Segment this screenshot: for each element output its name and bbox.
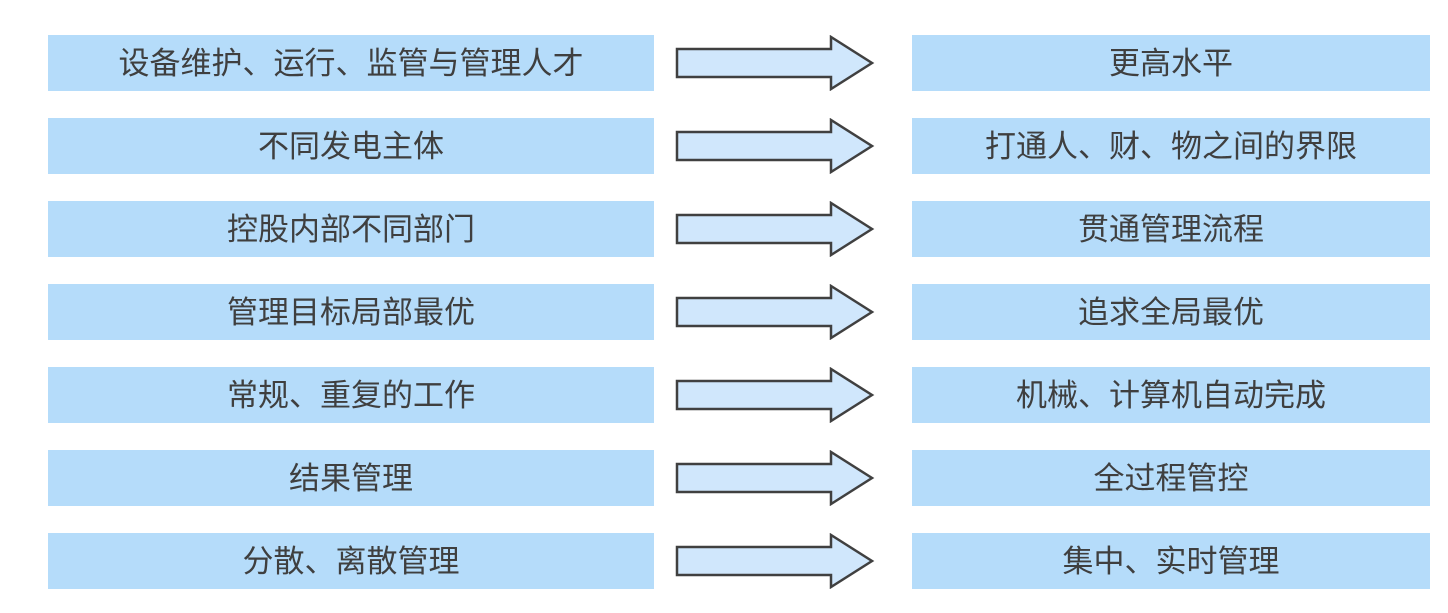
target-label: 集中、实时管理: [1062, 543, 1280, 579]
target-box: 机械、计算机自动完成: [912, 367, 1430, 423]
transformation-row: 管理目标局部最优 追求全局最优: [48, 284, 1448, 340]
right-arrow-icon: [675, 35, 875, 91]
target-box: 打通人、财、物之间的界限: [912, 118, 1430, 174]
target-box: 更高水平: [912, 35, 1430, 91]
source-label: 分散、离散管理: [242, 543, 460, 579]
transformation-row: 设备维护、运行、监管与管理人才 更高水平: [48, 35, 1448, 91]
target-label: 全过程管控: [1093, 460, 1249, 496]
source-label: 管理目标局部最优: [227, 294, 475, 330]
right-arrow-icon: [675, 450, 875, 506]
source-label: 设备维护、运行、监管与管理人才: [118, 45, 584, 81]
source-label: 控股内部不同部门: [227, 211, 475, 247]
source-label: 常规、重复的工作: [227, 377, 475, 413]
source-label: 不同发电主体: [258, 128, 444, 164]
source-box: 分散、离散管理: [48, 533, 654, 589]
transformation-row: 分散、离散管理 集中、实时管理: [48, 533, 1448, 589]
right-arrow-icon: [675, 201, 875, 257]
target-box: 贯通管理流程: [912, 201, 1430, 257]
transformation-row: 不同发电主体 打通人、财、物之间的界限: [48, 118, 1448, 174]
source-box: 结果管理: [48, 450, 654, 506]
transformation-row: 常规、重复的工作 机械、计算机自动完成: [48, 367, 1448, 423]
source-label: 结果管理: [289, 460, 413, 496]
target-label: 机械、计算机自动完成: [1016, 377, 1326, 413]
right-arrow-icon: [675, 284, 875, 340]
right-arrow-icon: [675, 118, 875, 174]
source-box: 管理目标局部最优: [48, 284, 654, 340]
right-arrow-icon: [675, 533, 875, 589]
right-arrow-icon: [675, 367, 875, 423]
target-label: 更高水平: [1109, 45, 1233, 81]
source-box: 设备维护、运行、监管与管理人才: [48, 35, 654, 91]
source-box: 常规、重复的工作: [48, 367, 654, 423]
target-box: 追求全局最优: [912, 284, 1430, 340]
target-label: 贯通管理流程: [1078, 211, 1264, 247]
source-box: 控股内部不同部门: [48, 201, 654, 257]
transformation-row: 控股内部不同部门 贯通管理流程: [48, 201, 1448, 257]
source-box: 不同发电主体: [48, 118, 654, 174]
target-label: 追求全局最优: [1078, 294, 1264, 330]
target-box: 全过程管控: [912, 450, 1430, 506]
target-label: 打通人、财、物之间的界限: [985, 128, 1357, 164]
target-box: 集中、实时管理: [912, 533, 1430, 589]
transformation-row: 结果管理 全过程管控: [48, 450, 1448, 506]
